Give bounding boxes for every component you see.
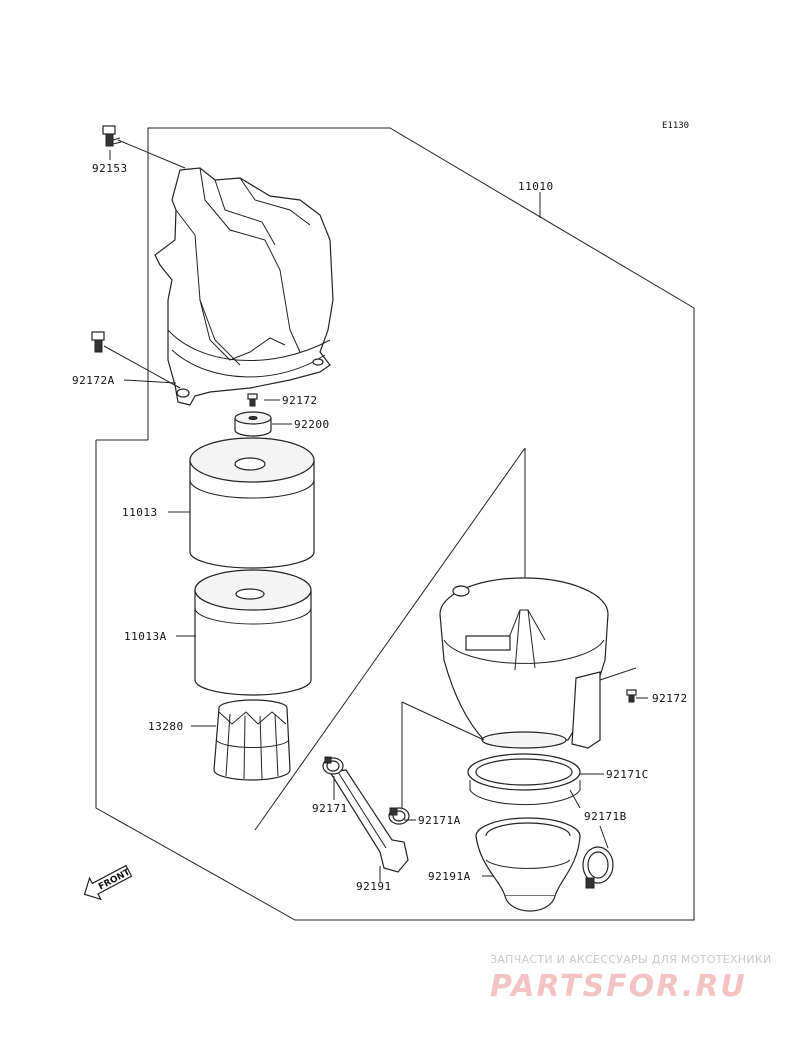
- bolt-92172a-icon: [91, 331, 181, 389]
- leader-lines: [109, 150, 648, 882]
- clamp-92171a-icon: [388, 807, 410, 825]
- duct-92191a-icon: [475, 817, 581, 912]
- watermark-brand-logo: PARTSFOR.RU: [490, 969, 747, 1004]
- air-filter-11013-icon: [189, 437, 315, 569]
- screw-92172-right-icon: [626, 689, 637, 703]
- label-92191: 92191: [356, 880, 392, 893]
- label-92171a: 92171A: [418, 814, 461, 827]
- label-92171c: 92171C: [606, 768, 649, 781]
- clamp-92171-icon: [322, 756, 344, 775]
- watermark: ЗАПЧАСТИ И АКСЕССУАРЫ ДЛЯ МОТОТЕХНИКИ PA…: [490, 953, 772, 1004]
- label-11013: 11013: [122, 506, 158, 519]
- label-92191a: 92191A: [428, 870, 471, 883]
- filter-cage-13280-icon: [213, 699, 291, 781]
- watermark-tagline: ЗАПЧАСТИ И АКСЕССУАРЫ ДЛЯ МОТОТЕХНИКИ: [490, 953, 772, 966]
- air-box-base: [439, 577, 637, 749]
- label-11010: 11010: [518, 180, 554, 193]
- assembly-outline: [95, 127, 695, 921]
- diagram-code: E1130: [662, 121, 689, 131]
- seal-92171c-icon: [467, 753, 581, 806]
- clamp-92171b-icon: [582, 846, 614, 889]
- label-92172-top: 92172: [282, 394, 318, 407]
- screw-92172-top-icon: [247, 393, 258, 407]
- grommet-92200-icon: [234, 411, 272, 437]
- bolt-92153-icon: [102, 125, 186, 169]
- label-92172-right: 92172: [652, 692, 688, 705]
- air-box-cover: [154, 167, 334, 406]
- air-filter-11013a-icon: [194, 569, 312, 696]
- label-92171: 92171: [312, 802, 348, 815]
- label-92200: 92200: [294, 418, 330, 431]
- label-13280: 13280: [148, 720, 184, 733]
- hose-92191-icon: [328, 769, 409, 873]
- label-92153: 92153: [92, 162, 128, 175]
- label-92171b: 92171B: [584, 810, 627, 823]
- front-arrow-icon: FRONT: [83, 864, 133, 901]
- label-92172a: 92172A: [72, 374, 115, 387]
- label-11013a: 11013A: [124, 630, 167, 643]
